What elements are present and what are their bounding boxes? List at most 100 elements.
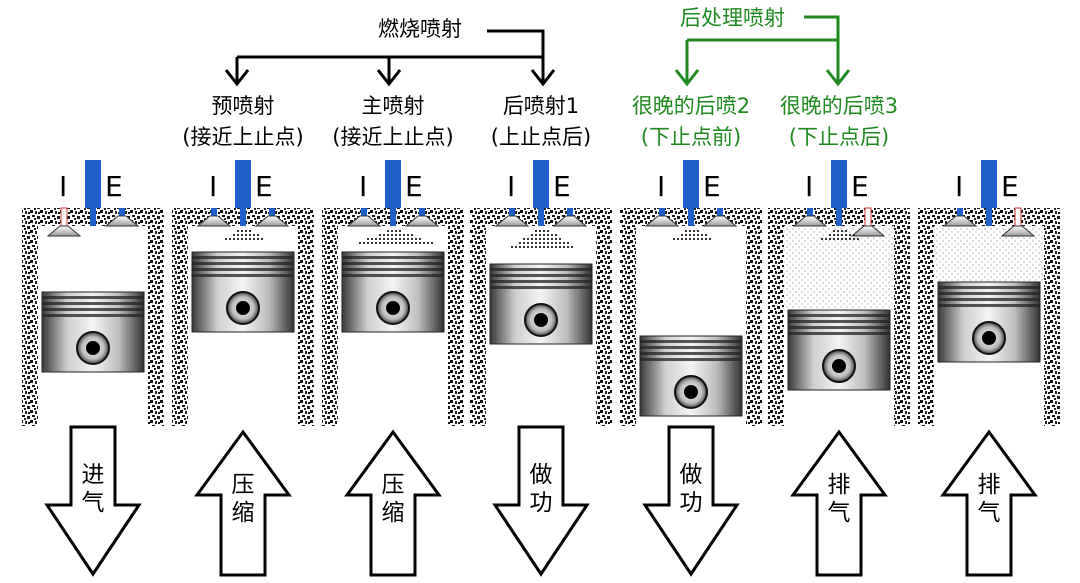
engine-stage-3 bbox=[322, 160, 464, 577]
stage-sublabel-2: (接近上止点) bbox=[182, 125, 304, 149]
exhaust-letter-1: E bbox=[105, 170, 123, 203]
exhaust-valve-head-3 bbox=[404, 215, 440, 227]
stage-label-4: 后喷射1 bbox=[502, 94, 580, 118]
piston-2 bbox=[191, 251, 295, 333]
stroke-arrow-5 bbox=[642, 425, 740, 577]
stroke-text-7-a: 排 bbox=[977, 472, 1001, 498]
piston-1 bbox=[41, 291, 145, 373]
intake-valve-stem-1 bbox=[60, 207, 68, 229]
cylinder-wall-right-1 bbox=[148, 208, 164, 426]
stroke-text-3-b: 缩 bbox=[381, 500, 405, 526]
intake-valve-head-1 bbox=[46, 225, 82, 237]
injector-nozzle-1 bbox=[90, 208, 96, 228]
cylinder-wall-left-5 bbox=[620, 208, 636, 426]
combustion-bracket bbox=[224, 29, 556, 87]
cylinder-wall-left-6 bbox=[768, 208, 784, 426]
cylinder-wall-right-3 bbox=[448, 208, 464, 426]
intake-valve-head-5 bbox=[644, 215, 680, 227]
engine-stage-6 bbox=[768, 160, 910, 577]
stroke-arrow-6 bbox=[790, 429, 888, 577]
injector-nozzle-6 bbox=[836, 208, 842, 228]
stage-label-3: 主喷射 bbox=[361, 94, 425, 118]
exhaust-valve-stem-6 bbox=[864, 207, 872, 229]
injector-nozzle-4 bbox=[538, 208, 544, 228]
cylinder-wall-left-7 bbox=[918, 208, 934, 426]
aftertreatment-bracket bbox=[674, 15, 851, 87]
injector-4 bbox=[533, 160, 549, 208]
exhaust-valve-head-2 bbox=[254, 215, 290, 227]
intake-letter-5: I bbox=[657, 170, 666, 203]
cylinder-wall-left-1 bbox=[22, 208, 38, 426]
intake-valve-stem-2 bbox=[211, 208, 217, 218]
exhaust-valve-stem-5 bbox=[717, 208, 723, 218]
intake-valve-stem-6 bbox=[807, 208, 813, 218]
stroke-arrow-4 bbox=[492, 425, 590, 577]
intake-valve-head-2 bbox=[196, 215, 232, 227]
intake-valve-head-4 bbox=[494, 215, 530, 227]
injector-2 bbox=[235, 160, 251, 208]
intake-letter-6: I bbox=[805, 170, 814, 203]
exhaust-valve-stem-3 bbox=[419, 208, 425, 218]
exhaust-letter-7: E bbox=[1001, 170, 1019, 203]
intake-valve-stem-7 bbox=[957, 208, 963, 218]
stroke-text-2-a: 压 bbox=[231, 472, 255, 498]
stroke-text-5-a: 做 bbox=[679, 462, 703, 488]
fuel-spray-4 bbox=[511, 230, 573, 248]
fuel-spray-5 bbox=[673, 230, 711, 240]
piston-3 bbox=[341, 251, 445, 333]
stage-sublabel-5: (下止点前) bbox=[640, 125, 742, 149]
intake-valve-stem-4 bbox=[509, 208, 515, 218]
combustion-injection-title: 燃烧喷射 bbox=[378, 17, 462, 41]
injector-1 bbox=[85, 160, 101, 208]
injector-3 bbox=[385, 160, 401, 208]
stroke-arrow-3 bbox=[344, 429, 442, 577]
exhaust-letter-5: E bbox=[703, 170, 721, 203]
intake-valve-stem-5 bbox=[659, 208, 665, 218]
injector-nozzle-2 bbox=[240, 208, 246, 228]
intake-letter-3: I bbox=[359, 170, 368, 203]
stroke-text-6-a: 排 bbox=[827, 472, 851, 498]
exhaust-valve-head-6 bbox=[850, 225, 886, 237]
stroke-arrow-2 bbox=[194, 429, 292, 577]
stroke-text-3-a: 压 bbox=[381, 472, 405, 498]
intake-valve-stem-3 bbox=[361, 208, 367, 218]
stage-sublabel-4: (上止点后) bbox=[490, 125, 592, 149]
injector-nozzle-3 bbox=[390, 208, 396, 228]
cylinder-wall-right-4 bbox=[596, 208, 612, 426]
intake-letter-1: I bbox=[59, 170, 68, 203]
injector-7 bbox=[981, 160, 997, 208]
stage-label-5: 很晚的后喷2 bbox=[631, 94, 751, 118]
stroke-text-1-b: 气 bbox=[81, 490, 105, 516]
fuel-spray-6 bbox=[821, 230, 859, 240]
engine-stage-1 bbox=[22, 160, 164, 577]
piston-7 bbox=[937, 281, 1041, 363]
exhaust-valve-head-7 bbox=[1000, 225, 1036, 237]
stage-label-2: 预喷射 bbox=[211, 94, 275, 118]
exhaust-valve-stem-7 bbox=[1014, 207, 1022, 229]
cylinder-wall-right-7 bbox=[1044, 208, 1060, 426]
piston-6 bbox=[787, 309, 891, 391]
intake-letter-7: I bbox=[955, 170, 964, 203]
stroke-text-4-b: 功 bbox=[529, 490, 553, 516]
piston-4 bbox=[489, 263, 593, 345]
engine-stage-4 bbox=[470, 160, 612, 577]
cylinder-wall-right-5 bbox=[746, 208, 762, 426]
stroke-text-7-b: 气 bbox=[977, 500, 1001, 526]
cylinder-wall-left-4 bbox=[470, 208, 486, 426]
exhaust-letter-4: E bbox=[553, 170, 571, 203]
exhaust-valve-head-1 bbox=[104, 215, 140, 227]
stage-label-6: 很晚的后喷3 bbox=[779, 94, 899, 118]
stage-sublabel-6: (下止点后) bbox=[788, 125, 890, 149]
cylinder-wall-left-3 bbox=[322, 208, 338, 426]
injector-nozzle-7 bbox=[986, 208, 992, 228]
injector-nozzle-5 bbox=[688, 208, 694, 228]
exhaust-valve-head-5 bbox=[702, 215, 738, 227]
exhaust-letter-2: E bbox=[255, 170, 273, 203]
cylinder-wall-left-2 bbox=[172, 208, 188, 426]
injector-6 bbox=[831, 160, 847, 208]
aftertreatment-injection-title: 后处理喷射 bbox=[680, 6, 785, 30]
exhaust-valve-stem-1 bbox=[119, 208, 125, 218]
combustion-chamber-4 bbox=[486, 226, 596, 264]
exhaust-letter-3: E bbox=[405, 170, 423, 203]
